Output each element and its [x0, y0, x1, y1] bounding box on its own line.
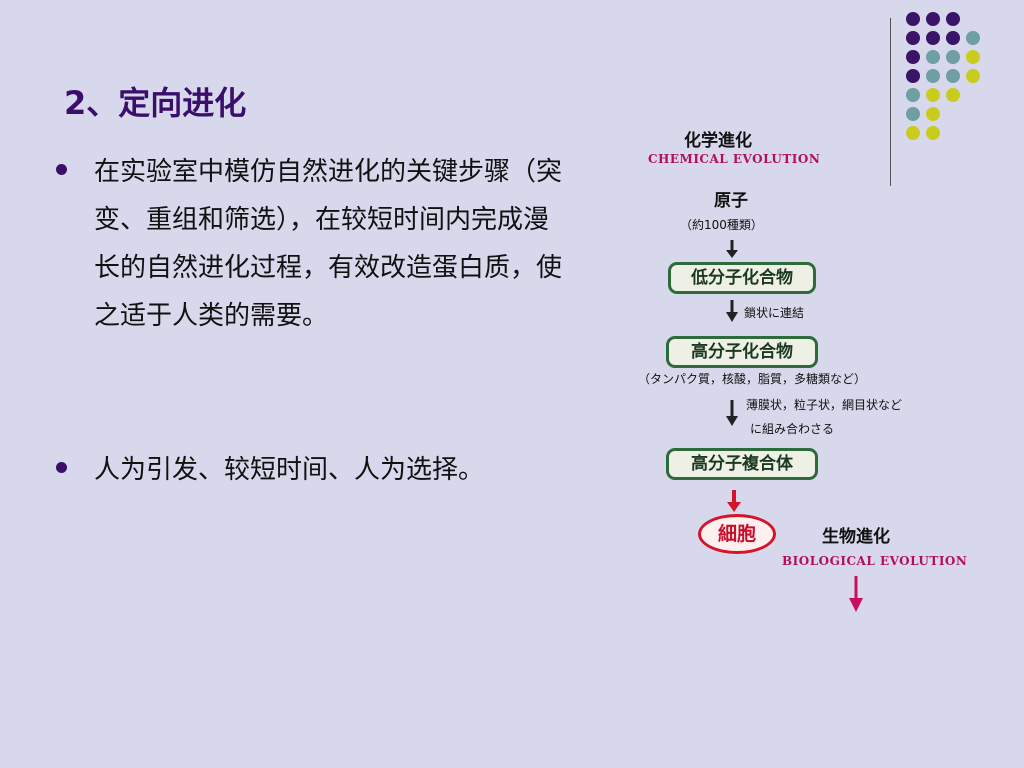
bio-heading: 生物進化: [822, 527, 890, 547]
decor-dot-icon: [926, 107, 940, 121]
chem-english: CHEMICAL EVOLUTION: [648, 152, 821, 166]
bullet-dot-icon: [56, 164, 67, 175]
decor-dot-icon: [926, 69, 940, 83]
decor-dot-icon: [906, 88, 920, 102]
atom-note: （約100種類）: [680, 218, 763, 232]
arrow-head: [726, 312, 738, 322]
decor-dot-grid: [906, 12, 1016, 152]
slide-title: 2、定向进化: [64, 84, 247, 122]
box-high-molecular: 高分子化合物: [666, 336, 818, 368]
bullet-text: 在实验室中模仿自然进化的关键步骤（突变、重组和筛选），在较短时间内完成漫长的自然…: [94, 157, 563, 331]
bullet-dot-icon: [56, 462, 67, 473]
decor-dot-icon: [946, 69, 960, 83]
decor-dot-icon: [906, 50, 920, 64]
atom-label: 原子: [714, 191, 748, 211]
evolution-diagram: 化学進化 CHEMICAL EVOLUTION 原子 （約100種類） 低分子化…: [630, 120, 970, 620]
decor-dot-icon: [906, 107, 920, 121]
decor-dot-icon: [946, 12, 960, 26]
high-note: （タンパク質，核酸，脂質，多糖類など）: [638, 372, 867, 386]
decor-dot-icon: [926, 12, 940, 26]
chem-heading: 化学進化: [684, 131, 752, 151]
step-chain-label: 鎖状に連結: [744, 306, 805, 320]
arrow-head: [849, 598, 863, 612]
box-complex: 高分子複合体: [666, 448, 818, 480]
decor-dot-icon: [906, 69, 920, 83]
decor-dot-icon: [906, 126, 920, 140]
bullet-text: 人为引发、较短时间、人为选择。: [94, 455, 485, 485]
decor-dot-icon: [926, 50, 940, 64]
arrow-head: [727, 502, 741, 512]
decor-dot-icon: [926, 88, 940, 102]
box-low-molecular: 低分子化合物: [668, 262, 816, 294]
decor-dot-icon: [926, 126, 940, 140]
bio-english: BIOLOGICAL EVOLUTION: [782, 554, 968, 568]
cell-label: 細胞: [698, 514, 776, 554]
decor-dot-icon: [926, 31, 940, 45]
decor-divider: [890, 18, 891, 186]
arrow-head: [726, 416, 738, 426]
arrow-head: [726, 250, 738, 258]
decor-dot-icon: [966, 31, 980, 45]
decor-dot-icon: [946, 88, 960, 102]
decor-dot-icon: [906, 31, 920, 45]
decor-dot-icon: [946, 50, 960, 64]
decor-dot-icon: [966, 50, 980, 64]
diagram-arrows: [726, 240, 863, 612]
decor-dot-icon: [906, 12, 920, 26]
decor-dot-icon: [946, 31, 960, 45]
decor-dot-icon: [966, 69, 980, 83]
step-shape-label-1: 薄膜状，粒子状，網目状など: [746, 398, 903, 412]
step-shape-label-2: に組み合わさる: [750, 422, 835, 436]
